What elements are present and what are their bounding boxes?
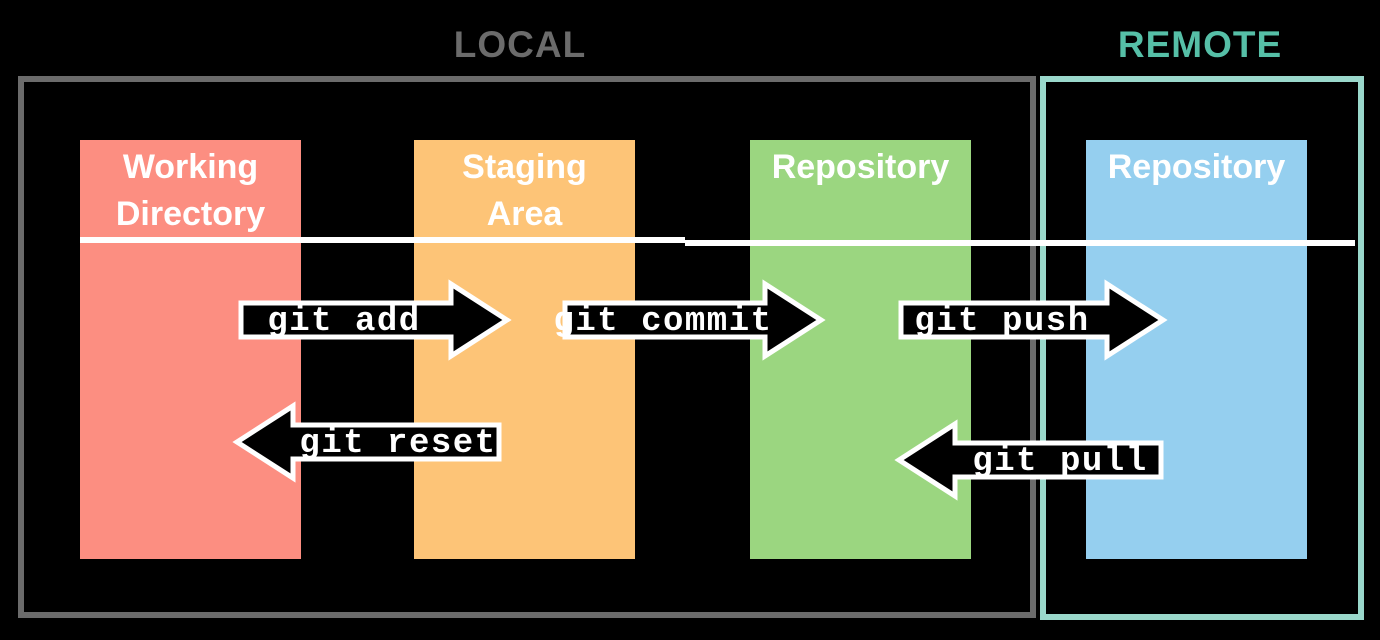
zone-title-remote: REMOTE <box>1117 24 1283 65</box>
stage-box-local-repository: Repository <box>750 140 971 559</box>
arrow-git-add: git add <box>238 279 512 361</box>
stage-label-line1: Staging <box>462 148 587 186</box>
arrow-label-git-push: git push <box>914 303 1089 341</box>
arrow-label-git-pull: git pull <box>972 443 1147 481</box>
zone-frame-local <box>18 76 1036 618</box>
stage-label-line1: Working <box>122 148 259 186</box>
stage-label-line2: Directory <box>115 195 266 233</box>
arrow-label-git-add: git add <box>267 303 420 341</box>
stage-label-line1: Repository <box>771 148 950 186</box>
arrow-git-pull: git pull <box>894 419 1164 501</box>
arrow-label-git-commit: git commit <box>553 303 772 341</box>
arrow-git-push: git push <box>898 279 1168 361</box>
arrow-git-reset: git reset <box>232 401 502 483</box>
zone-frame-remote <box>1040 76 1364 620</box>
stage-label-line1: Repository <box>1107 148 1286 186</box>
arrow-label-git-reset: git reset <box>299 425 496 463</box>
stage-label-line2: Area <box>486 195 563 233</box>
stage-box-working-directory: Working Directory <box>80 140 301 559</box>
divider-line-left <box>80 237 685 243</box>
zone-title-local: LOCAL <box>453 24 587 65</box>
stage-box-remote-repository: Repository <box>1086 140 1307 559</box>
divider-line-right <box>685 240 1355 246</box>
arrow-git-commit: git commit <box>553 279 826 361</box>
